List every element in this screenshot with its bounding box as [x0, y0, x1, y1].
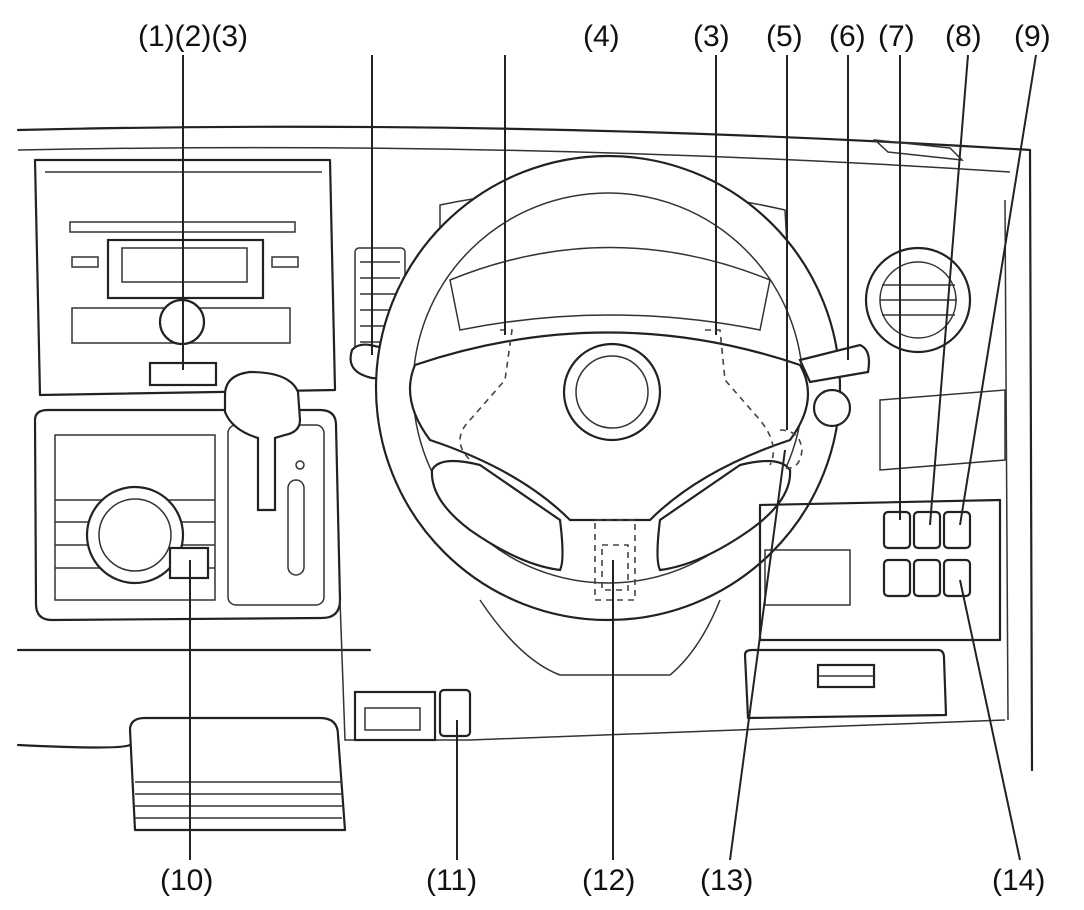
console-slats	[135, 781, 342, 819]
wiper-stalk-knob	[812, 388, 852, 428]
callout-14: (14)	[992, 864, 1046, 897]
center-console	[128, 716, 347, 832]
lower-spoke-left	[430, 459, 564, 572]
right-vent-slats	[880, 284, 957, 316]
hidden-switch-right	[705, 329, 775, 466]
callout-3-right: (3)	[693, 20, 730, 53]
storage-pocket	[764, 549, 851, 606]
dashboard-top-edge-inner	[17, 146, 1011, 173]
switch-7	[882, 510, 912, 550]
fuel-lid-opener	[438, 688, 472, 738]
shift-indicator	[295, 460, 305, 470]
climate-knob-area	[54, 434, 216, 601]
glove-box	[743, 648, 948, 720]
callout-10: (10)	[160, 864, 214, 897]
switch-blank-2	[912, 558, 942, 598]
shift-slot	[287, 479, 305, 576]
callout-11: (11)	[426, 864, 478, 897]
callout-1-2-3: (1)(2)(3)	[138, 20, 248, 53]
audio-button-right	[271, 256, 299, 268]
callout-13: (13)	[700, 864, 754, 897]
switch-blank-1	[882, 558, 912, 598]
steering-column-cover	[479, 599, 721, 676]
hood-release-inner	[364, 707, 421, 731]
shift-lever	[223, 370, 302, 512]
callout-12: (12)	[582, 864, 636, 897]
climate-dial-outer	[85, 485, 185, 585]
hood-release-lever	[353, 690, 437, 742]
dashboard-top-edge	[16, 125, 1032, 152]
horn-pad-inner	[575, 355, 649, 429]
switch-8	[912, 510, 942, 550]
hidden-steering-column	[594, 519, 636, 601]
defroster-vent	[872, 139, 965, 161]
climate-dial-inner	[98, 498, 172, 572]
audio-button-left	[71, 256, 99, 268]
dashboard-right-inner	[1004, 199, 1009, 721]
callout-9: (9)	[1014, 20, 1051, 53]
horn-pad	[562, 342, 662, 442]
leader-lines-bottom	[189, 449, 1021, 861]
hidden-ignition	[601, 544, 629, 591]
hidden-switch-left	[459, 329, 513, 461]
callout-4: (4)	[583, 20, 620, 53]
switch-9	[942, 510, 972, 550]
audio-display-screen	[121, 247, 248, 283]
right-lower-panel	[758, 498, 1002, 642]
callout-5: (5)	[766, 20, 803, 53]
wiper-stalk	[798, 343, 871, 384]
right-dash-trim	[879, 389, 1006, 471]
callout-6: (6)	[829, 20, 866, 53]
climate-panel	[33, 408, 342, 622]
leader-lines-top	[182, 54, 1037, 526]
audio-display	[106, 238, 265, 300]
callout-7: (7)	[878, 20, 915, 53]
dashboard-right-edge	[1028, 148, 1034, 772]
switch-14	[942, 558, 972, 598]
meter-cluster	[449, 246, 771, 331]
center-stack	[33, 158, 337, 397]
hidden-switch-13	[779, 429, 803, 469]
callout-8: (8)	[945, 20, 982, 53]
lower-spoke-right	[656, 459, 792, 572]
lower-dash-curve	[16, 743, 132, 749]
